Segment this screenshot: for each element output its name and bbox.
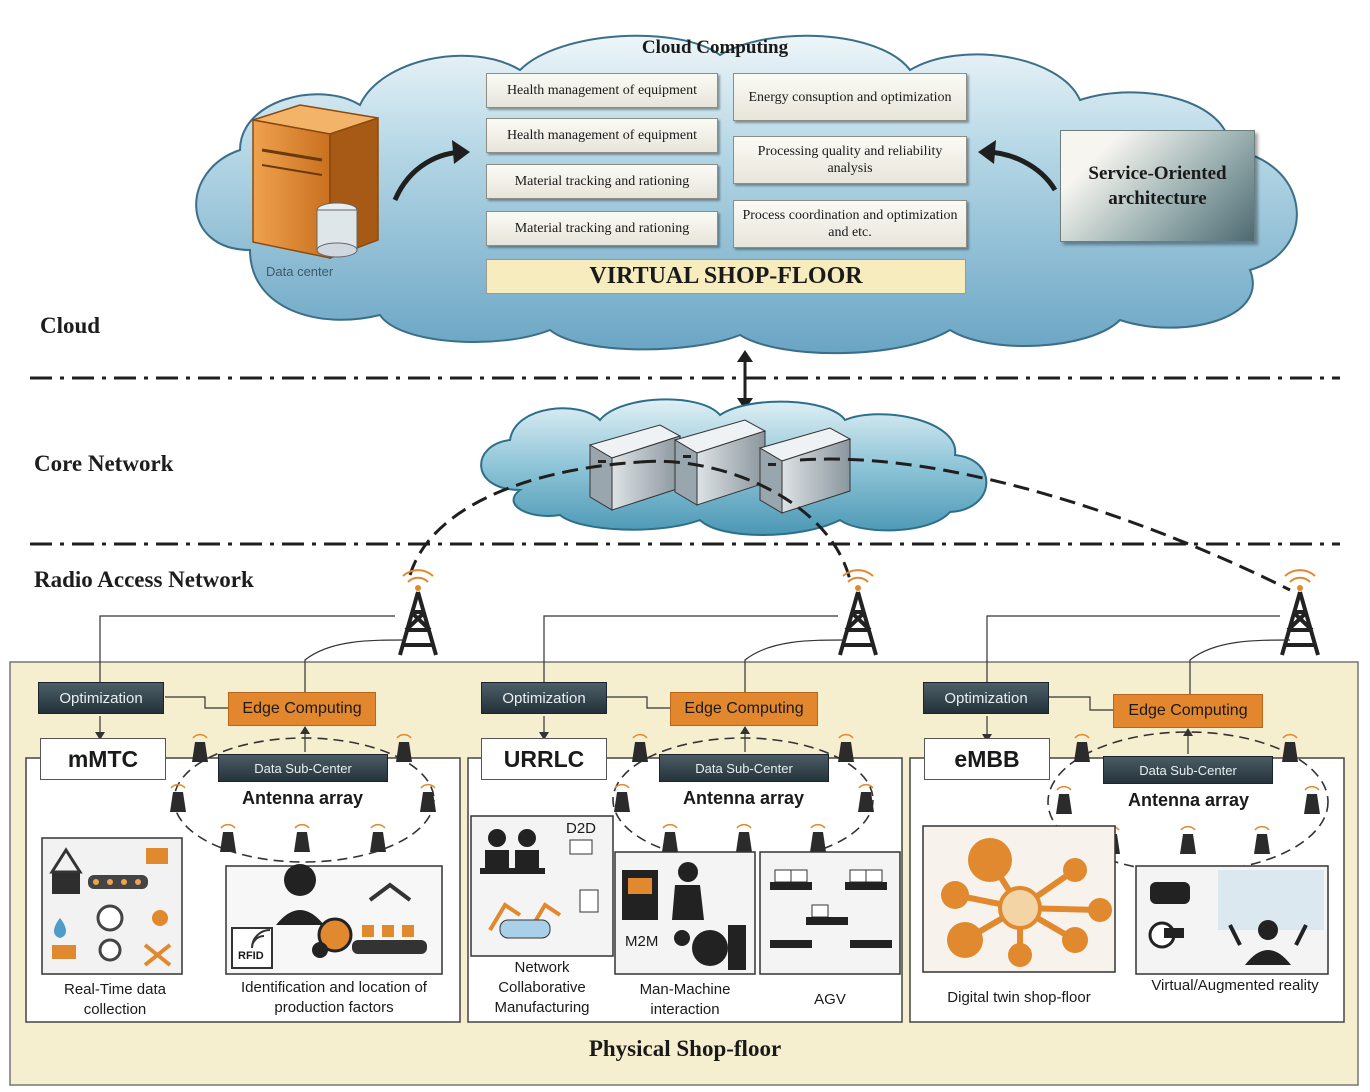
rfid-tag: RFID — [238, 950, 264, 962]
caption-man-machine-interaction: Man-Machine interaction — [639, 981, 731, 1018]
real-time-data-collection-illustration — [49, 847, 172, 967]
data-center-label: Data center — [266, 264, 334, 279]
small-antenna-icon — [1074, 733, 1090, 762]
antenna-array-label-urrlc: Antenna array — [683, 788, 805, 808]
caption-agv: AGV — [814, 991, 846, 1008]
small-antenna-icon — [810, 823, 826, 852]
core-server-icon — [673, 419, 767, 506]
small-antenna-icon — [396, 733, 412, 762]
edge-computing-box-mmtc: Edge Computing — [228, 692, 376, 726]
edge-computing-box-embb: Edge Computing — [1113, 694, 1263, 728]
service-box-process-coordination: Process coordination and optimization an… — [733, 200, 967, 248]
vr-ar-illustration — [1148, 870, 1324, 965]
service-box-energy-optimization: Energy consuption and optimization — [733, 73, 967, 121]
d2d-tag: D2D — [566, 820, 597, 837]
network-collaborative-illustration — [480, 829, 599, 939]
caption-virtual-augmented-reality: Virtual/Augmented reality — [1151, 977, 1319, 994]
service-box-health-management-1: Health management of equipment — [486, 73, 718, 108]
optimization-box-mmtc: Optimization — [38, 682, 164, 714]
data-sub-center-urrlc: Data Sub-Center — [659, 754, 829, 782]
layer-label-core-network: Core Network — [34, 451, 174, 476]
service-box-processing-quality: Processing quality and reliability analy… — [733, 136, 967, 184]
small-antenna-icon — [662, 823, 678, 852]
small-antenna-icon — [736, 823, 752, 852]
layer-label-radio-access-network: Radio Access Network — [34, 567, 254, 592]
small-antenna-icon — [1056, 785, 1072, 814]
core-server-icon — [758, 427, 852, 514]
service-label-urrlc: URRLC — [481, 738, 607, 780]
data-center-server-icon — [252, 104, 379, 260]
service-box-material-tracking-2: Material tracking and rationing — [486, 211, 718, 246]
optimization-box-urrlc: Optimization — [481, 682, 607, 714]
service-oriented-architecture-box: Service-Oriented architecture — [1060, 130, 1255, 242]
small-antenna-icon — [192, 733, 208, 762]
service-box-material-tracking-1: Material tracking and rationing — [486, 164, 718, 199]
small-antenna-icon — [632, 733, 648, 762]
antenna-array-label-embb: Antenna array — [1128, 790, 1250, 810]
small-antenna-icon — [858, 783, 874, 812]
optimization-box-embb: Optimization — [923, 682, 1049, 714]
radio-towers — [398, 569, 1320, 656]
small-antenna-icon — [170, 783, 186, 812]
radio-tower-icon — [1280, 569, 1320, 656]
virtual-shop-floor-banner: VIRTUAL SHOP-FLOOR — [486, 259, 966, 294]
service-label-mmtc: mMTC — [40, 738, 166, 780]
small-antenna-icon — [1304, 785, 1320, 814]
physical-shop-floor-title: Physical Shop-floor — [588, 1036, 782, 1061]
caption-digital-twin-shop-floor: Digital twin shop-floor — [947, 989, 1091, 1006]
small-antenna-icon — [1254, 825, 1270, 854]
small-antenna-icon — [838, 733, 854, 762]
small-antenna-icon — [220, 823, 236, 852]
core-server-icon — [588, 424, 682, 511]
service-label-embb: eMBB — [924, 738, 1050, 780]
radio-tower-icon — [838, 569, 878, 656]
data-sub-center-embb: Data Sub-Center — [1103, 756, 1273, 784]
small-antenna-icon — [370, 823, 386, 852]
digital-twin-illustration — [941, 838, 1112, 967]
radio-tower-icon — [398, 569, 438, 656]
service-box-health-management-2: Health management of equipment — [486, 118, 718, 153]
caption-network-collaborative-manufacturing: Network Collaborative Manufacturing — [494, 959, 590, 1016]
antenna-array-label-mmtc: Antenna array — [242, 788, 364, 808]
small-antenna-icon — [420, 783, 436, 812]
m2m-tag: M2M — [625, 933, 659, 950]
identification-illustration — [231, 864, 427, 969]
cloud-computing-title: Cloud Computing — [641, 37, 789, 58]
data-sub-center-mmtc: Data Sub-Center — [218, 754, 388, 782]
caption-identification-location: Identification and location of productio… — [241, 979, 427, 1016]
layer-label-cloud: Cloud — [40, 313, 101, 338]
small-antenna-icon — [294, 823, 310, 852]
small-antenna-icon — [1282, 733, 1298, 762]
caption-real-time-data-collection: Real-Time data collection — [64, 981, 166, 1018]
agv-illustration — [770, 869, 892, 948]
small-antenna-icon — [1180, 825, 1196, 854]
small-antenna-icon — [614, 783, 630, 812]
edge-computing-box-urrlc: Edge Computing — [670, 692, 818, 726]
man-machine-illustration — [622, 862, 746, 970]
